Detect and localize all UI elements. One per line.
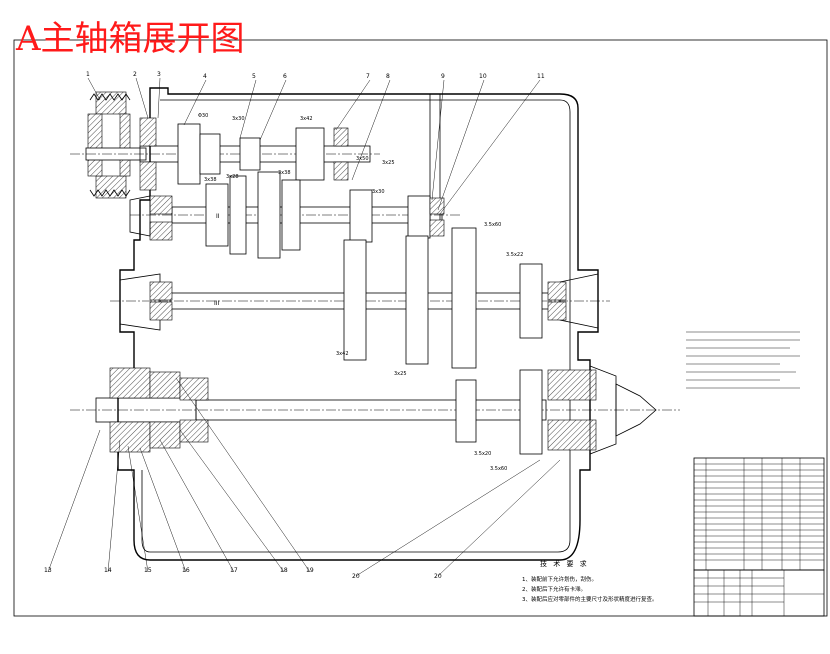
dim-gear-e: 3x28	[226, 174, 239, 180]
shaft-3: III	[110, 227, 610, 369]
dim-gear-j: 3x42	[336, 351, 349, 357]
part-number-8: 8	[386, 73, 390, 80]
leader-lines	[47, 77, 561, 577]
part-number-1: 1	[86, 71, 90, 78]
dim-gear-i: 3.5x22	[506, 252, 523, 258]
drawing-title: A主轴箱展开图	[15, 19, 245, 59]
dimension-labels: Φ30 3x30 3x42 3x50 3x25 3x38 3x28 3x38 3…	[198, 113, 523, 472]
main-spindle	[70, 365, 680, 455]
technical-requirements: 技 术 要 求 1、装配前下允许划伤，刮伤。 2、装配后下允许有卡滞。 3、装配…	[522, 559, 658, 603]
part-number-19: 19	[306, 567, 314, 574]
part-number-20a: 20	[352, 573, 360, 580]
dim-gear-l: 3.5x20	[474, 451, 491, 457]
part-number-9: 9	[441, 73, 445, 80]
pulley-assembly	[85, 91, 147, 199]
part-number-17: 17	[230, 567, 238, 574]
part-number-5: 5	[252, 73, 256, 80]
tech-req-item-1: 1、装配前下允许划伤，刮伤。	[522, 575, 597, 583]
part-number-18: 18	[280, 567, 288, 574]
part-number-14: 14	[104, 567, 112, 574]
part-number-20b: 20	[434, 573, 442, 580]
part-number-6: 6	[283, 73, 287, 80]
shaft-label-III: III	[214, 300, 220, 307]
dim-shaft-top-left: 3x30	[232, 116, 245, 122]
tech-req-item-2: 2、装配后下允许有卡滞。	[522, 585, 586, 593]
dim-pulley: Φ30	[198, 113, 208, 119]
dim-gear-b: 3x50	[356, 156, 369, 162]
title-block	[693, 569, 825, 617]
dim-gear-c: 3x25	[382, 160, 395, 166]
dim-gear-d: 3x38	[204, 177, 217, 183]
part-number-16: 16	[182, 567, 190, 574]
part-number-13: 13	[44, 567, 52, 574]
dim-gear-a: 3x42	[300, 116, 313, 122]
drawing-border	[13, 39, 828, 617]
parts-list-table	[693, 457, 825, 571]
shaft-2: II	[129, 171, 460, 259]
part-number-callouts: 1 2 3 4 5 6 7 8 9 10 11 13 14 15 16 17 1…	[44, 71, 545, 580]
notes-block	[686, 331, 800, 389]
tech-req-heading: 技 术 要 求	[540, 559, 589, 568]
dim-gear-f: 3x38	[278, 170, 291, 176]
dim-gear-g: 3x30	[372, 189, 385, 195]
shaft-label-II: II	[216, 213, 220, 220]
part-number-7: 7	[366, 73, 370, 80]
dim-gear-m: 3.5x60	[490, 466, 507, 472]
dim-gear-h: 3.5x60	[484, 222, 501, 228]
part-number-3: 3	[157, 71, 161, 78]
part-number-15: 15	[144, 567, 152, 574]
dim-gear-k: 3x25	[394, 371, 407, 377]
tech-req-item-3: 3、装配后应对零部件的主要尺寸及形状精度进行复查。	[522, 595, 658, 603]
part-number-11: 11	[537, 73, 545, 80]
part-number-10: 10	[479, 73, 487, 80]
part-number-2: 2	[133, 71, 137, 78]
shaft-1	[70, 117, 380, 191]
part-number-4: 4	[203, 73, 207, 80]
